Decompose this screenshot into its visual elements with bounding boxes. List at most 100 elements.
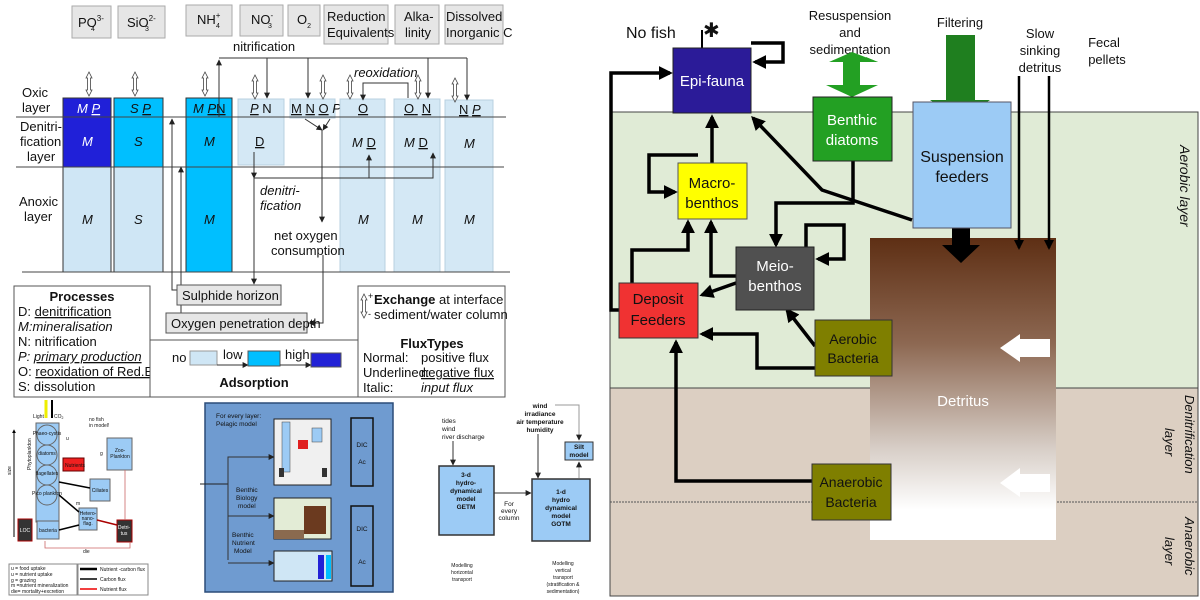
svg-text:Alka-: Alka- xyxy=(404,9,434,24)
column-nh4: M PN M M xyxy=(185,97,233,273)
svg-text:Dissolved: Dissolved xyxy=(446,9,502,24)
svg-text:SiO2-: SiO2- xyxy=(127,14,156,30)
benthic-foodweb: Detritus Aerobic layer Denitrification l… xyxy=(609,8,1199,597)
svg-text:O: O xyxy=(358,101,368,116)
coupled-model: For every layer: Pelagic model Benthic B… xyxy=(200,402,394,593)
svg-text:model: model xyxy=(569,452,588,459)
oxic-layer-label-2: layer xyxy=(22,100,51,115)
svg-text:-: - xyxy=(368,309,371,319)
resuspension-arrow xyxy=(826,57,878,97)
svg-text:M: M xyxy=(464,136,475,151)
denitrification-label: denitri- xyxy=(260,183,300,198)
svg-text:N: nitrification: N: nitrification xyxy=(18,334,97,349)
suspension-to-detritus-arrow xyxy=(942,217,980,263)
svg-text:Light: Light xyxy=(33,414,44,420)
svg-text:NH+: NH+ xyxy=(197,11,221,27)
svg-text:M D: M D xyxy=(404,135,428,150)
svg-text:Ac: Ac xyxy=(358,459,366,466)
svg-text:Macro-: Macro- xyxy=(689,175,736,192)
svg-text:Phytoplankton: Phytoplankton xyxy=(27,438,33,470)
svg-text:M: M xyxy=(82,134,93,149)
svg-text:model: model xyxy=(456,496,475,503)
svg-text:Feeders: Feeders xyxy=(630,312,685,329)
svg-text:every: every xyxy=(501,508,518,515)
anoxic-layer-label: Anoxic xyxy=(19,194,59,209)
svg-text:wind: wind xyxy=(441,426,456,433)
svg-text:nano-: nano- xyxy=(82,516,95,522)
svg-text:Underlined:: Underlined: xyxy=(363,365,430,380)
svg-text:M N O P: M N O P xyxy=(291,101,341,116)
svg-text:M: M xyxy=(204,134,215,149)
meiobenthos-box: Meio-benthos xyxy=(735,246,815,311)
svg-text:Biology: Biology xyxy=(236,495,258,502)
column-po4: M P M M xyxy=(62,97,112,273)
svg-text:Benthic: Benthic xyxy=(827,112,878,129)
svg-text:3-d: 3-d xyxy=(461,472,471,479)
svg-text:M: M xyxy=(204,212,215,227)
pelagic-foodweb: Light CO2 no fish in model! Phaeo-cystis… xyxy=(7,400,149,596)
svg-text:M D: M D xyxy=(352,135,376,150)
svg-text:Ac: Ac xyxy=(358,559,366,566)
net-oxygen-label-2: consumption xyxy=(271,243,345,258)
svg-text:Silt: Silt xyxy=(574,444,585,451)
svg-text:irradiance: irradiance xyxy=(524,411,555,418)
svg-text:hydro: hydro xyxy=(552,497,570,504)
svg-text:M: M xyxy=(358,212,369,227)
svg-text:D: denitrification: D: denitrification xyxy=(18,304,111,319)
svg-text:m =nutrient mineralization: m =nutrient mineralization xyxy=(11,583,69,589)
resuspension-label: Resuspension xyxy=(809,8,891,23)
svg-text:diatoms: diatoms xyxy=(826,132,879,149)
svg-text:low: low xyxy=(223,347,243,362)
svg-text:die= mortality+excretion: die= mortality+excretion xyxy=(11,589,64,595)
filtering-label: Filtering xyxy=(937,15,983,30)
svg-text:M PN: M PN xyxy=(193,101,226,116)
svg-text:air temperature: air temperature xyxy=(516,419,564,426)
svg-text:Ciliates: Ciliates xyxy=(92,488,109,494)
svg-text:vertical: vertical xyxy=(555,568,571,574)
svg-text:linity: linity xyxy=(405,25,432,40)
svg-text:M P: M P xyxy=(77,101,100,116)
anoxic-layer-label-2: layer xyxy=(24,209,53,224)
svg-text:Anaerobic: Anaerobic xyxy=(819,474,882,490)
svg-text:column: column xyxy=(499,515,520,522)
svg-text:Bacteria: Bacteria xyxy=(827,350,879,366)
adsorption-legend: no low high Adsorption xyxy=(149,339,359,398)
svg-text:model: model xyxy=(238,503,256,510)
svg-text:Hetero-: Hetero- xyxy=(80,511,97,517)
svg-text:S P: S P xyxy=(130,101,151,116)
svg-text:Exchange at interface: Exchange at interface xyxy=(374,292,503,307)
substance-subscript: 4 xyxy=(91,26,95,33)
substance-po4: PO3- xyxy=(71,5,112,39)
substance-o2: O2 xyxy=(287,4,321,37)
denitrification-layer-label-2: fication xyxy=(20,134,61,149)
svg-text:g: g xyxy=(100,451,103,457)
substance-alkalinity: Alka-linity xyxy=(394,4,440,45)
flow-arrows xyxy=(609,41,913,483)
filtering-arrow xyxy=(930,35,990,120)
slow-sinking-label-2: sinking xyxy=(1020,43,1060,58)
svg-text:Deposit: Deposit xyxy=(633,291,685,308)
denitrification-layer-label-3: layer xyxy=(27,149,56,164)
svg-text:size: size xyxy=(7,466,13,475)
svg-text:transport: transport xyxy=(553,575,573,581)
exchange-fluxtypes-legend: + - Exchange at interface sediment/water… xyxy=(357,285,508,398)
svg-text:u = food uptake: u = food uptake xyxy=(11,566,46,572)
svg-text:+: + xyxy=(368,291,373,301)
svg-text:Carbon flux: Carbon flux xyxy=(100,577,126,583)
svg-text:P: primary production: P: primary production xyxy=(18,349,142,364)
aerobic-layer-label: Aerobic layer xyxy=(1177,144,1193,228)
svg-text:feeders: feeders xyxy=(935,169,988,186)
macrobenthos-box: Macro-benthos xyxy=(677,162,748,220)
svg-text:Benthic: Benthic xyxy=(232,532,254,539)
svg-text:DIC: DIC xyxy=(356,526,368,533)
resuspension-label-3: sedimentation xyxy=(810,42,891,57)
svg-text:Reduction: Reduction xyxy=(327,9,386,24)
hydro-model: tides wind river discharge wind irradian… xyxy=(438,403,594,595)
svg-text:Bacteria: Bacteria xyxy=(825,494,877,510)
svg-text:DIC: DIC xyxy=(356,442,368,449)
